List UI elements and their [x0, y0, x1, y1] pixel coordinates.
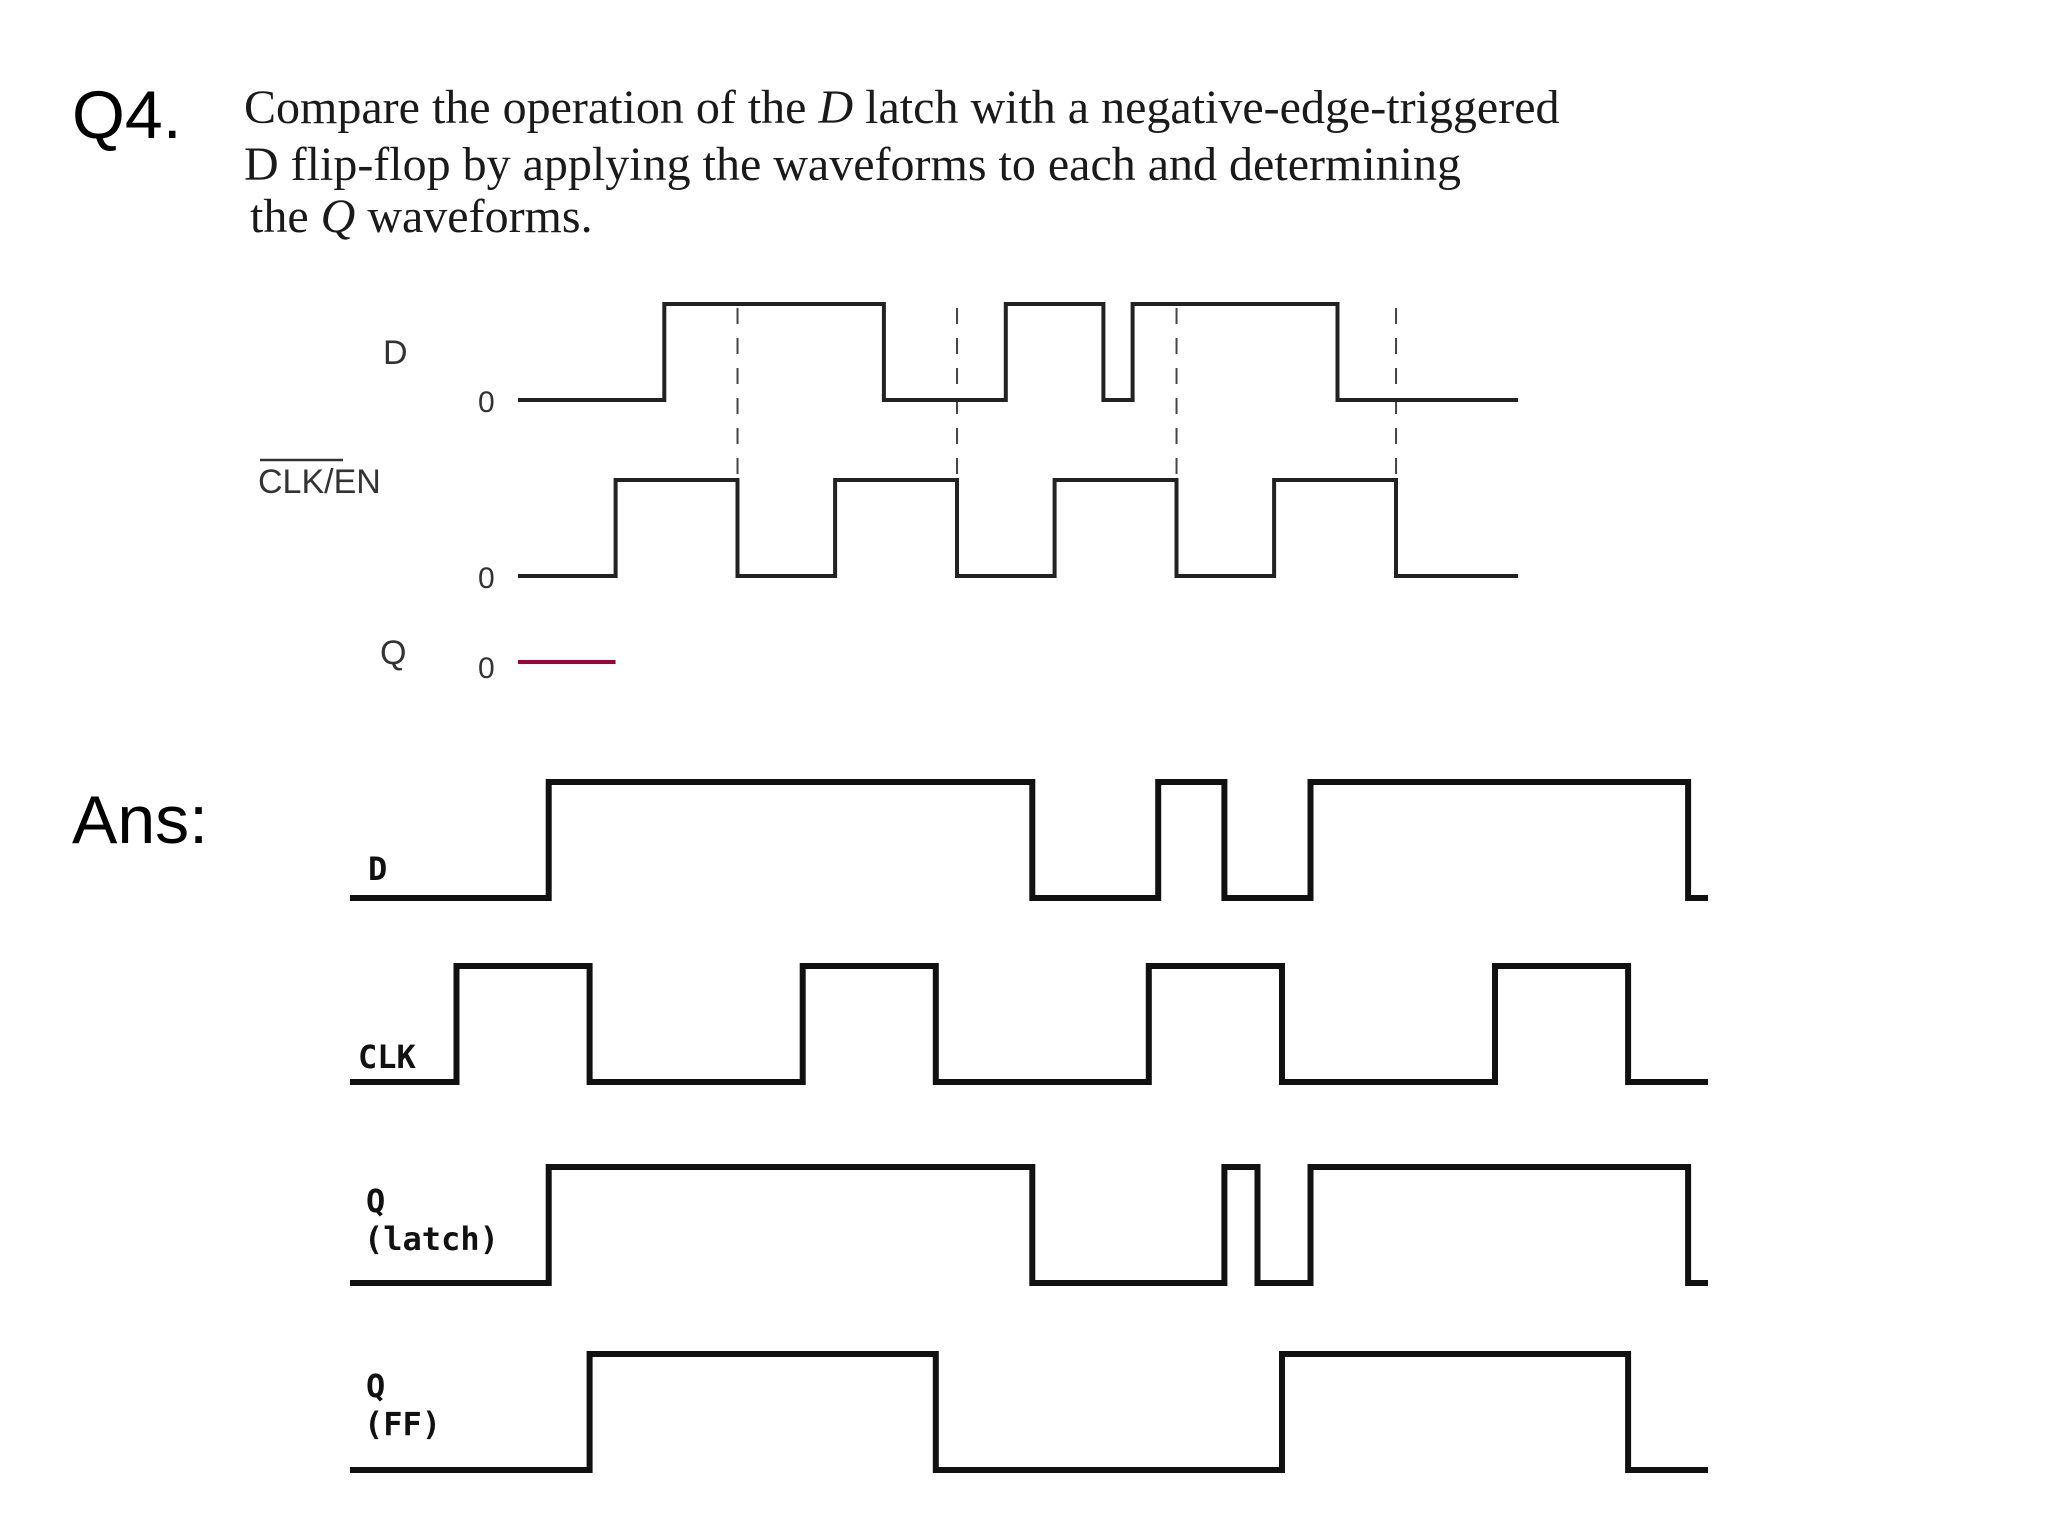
question-line: Compare the operation of the D latch wit… [244, 81, 1560, 134]
answer-clk-waveform [350, 963, 1708, 1085]
answer-d-waveform [350, 779, 1708, 901]
ans-label-clk: CLK [358, 1038, 417, 1076]
answer-timing-diagram: D CLK Q (latch) Q (FF) [350, 779, 1708, 1473]
given-timing-diagram: D CLK/EN Q 0 0 0 [258, 302, 1518, 685]
ans-label-d: D [368, 850, 387, 888]
given-d-waveform [518, 302, 1518, 402]
given-zero-q: 0 [478, 652, 495, 685]
given-label-d: D [383, 334, 408, 372]
given-dashed-markers [736, 308, 1398, 478]
given-label-clk-overbar-text: CLK [258, 463, 324, 501]
ans-label-q-latch-sub: (latch) [364, 1220, 499, 1258]
given-label-q: Q [380, 634, 406, 672]
ans-label-q-ff-q: Q [366, 1367, 385, 1405]
question-line: D flip-flop by applying the waveforms to… [244, 138, 1461, 191]
ans-label-q-ff-sub: (FF) [364, 1405, 441, 1443]
given-zero-clk: 0 [478, 562, 495, 595]
question-line: the Q waveforms. [250, 190, 593, 243]
given-label-en-text: /EN [324, 463, 381, 501]
given-zero-d: 0 [478, 386, 495, 419]
answer-q-ff-waveform [350, 1351, 1708, 1473]
answer-label: Ans: [72, 782, 208, 858]
question-text: Compare the operation of the D latch wit… [244, 81, 1560, 243]
answer-q-latch-waveform [350, 1164, 1708, 1286]
ans-label-q-latch-q: Q [366, 1182, 385, 1220]
given-clk-en-waveform [518, 478, 1518, 578]
question-number: Q4. [72, 77, 182, 153]
svg-text:CLK/EN: CLK/EN [258, 463, 381, 501]
given-label-clk-en: CLK/EN [258, 458, 381, 501]
